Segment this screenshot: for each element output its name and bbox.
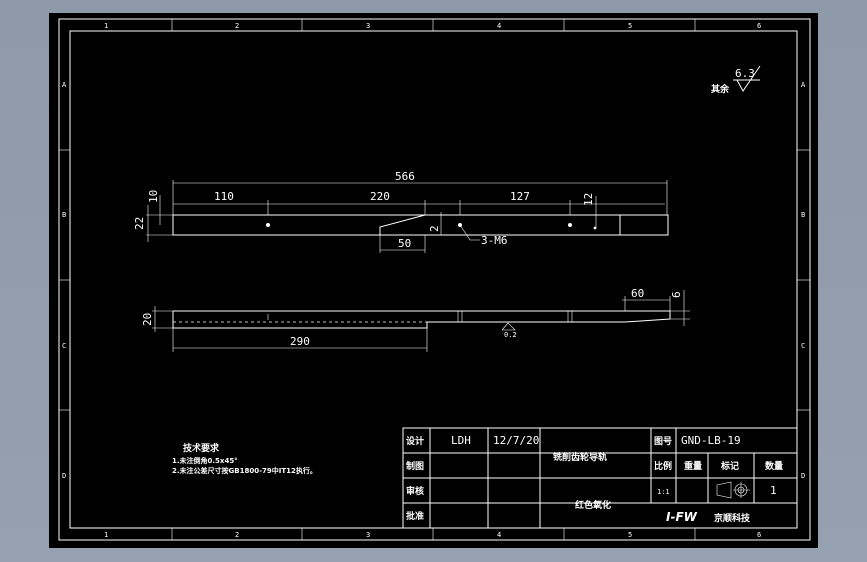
material-value: 红色氧化 bbox=[575, 499, 611, 511]
notes-line-1: 1.未注倒角0.5x45° bbox=[172, 456, 238, 465]
zone-labels-right: A B C D bbox=[801, 81, 806, 480]
zone-col-3-bottom: 3 bbox=[366, 531, 370, 539]
callout-threads: 3-M6 bbox=[481, 234, 508, 247]
projection-symbol-icon bbox=[716, 481, 750, 499]
zone-col-3: 3 bbox=[366, 22, 370, 30]
label-drawing-no: 图号 bbox=[654, 436, 672, 447]
paper-background bbox=[49, 13, 818, 548]
technical-notes: 技术要求 1.未注倒角0.5x45° 2.未注公差尺寸按GB1800-79中IT… bbox=[172, 442, 317, 475]
top-view: 566 110 220 127 50 22 10 12 2 3-M6 bbox=[133, 170, 669, 253]
outer-border bbox=[58, 18, 811, 541]
zone-col-6: 6 bbox=[757, 22, 761, 30]
title-block: 设计 制图 审核 批准 LDH 12/7/20 铣削齿轮导轨 红色氧化 图号 G… bbox=[402, 427, 798, 529]
front-view-outline bbox=[172, 310, 671, 329]
zone-col-4: 4 bbox=[497, 22, 501, 30]
label-approve: 批准 bbox=[406, 510, 424, 522]
drawing-number: GND-LB-19 bbox=[681, 434, 741, 447]
zone-row-b: B bbox=[62, 211, 66, 219]
hole-3 bbox=[568, 223, 572, 227]
zone-col-2-bottom: 2 bbox=[235, 531, 239, 539]
hole-1 bbox=[266, 223, 270, 227]
zone-col-1-bottom: 1 bbox=[104, 531, 108, 539]
dim-seg3: 127 bbox=[510, 190, 530, 203]
zone-col-6-bottom: 6 bbox=[757, 531, 761, 539]
company-name: 京顺科技 bbox=[714, 512, 751, 524]
label-design: 设计 bbox=[406, 435, 424, 447]
zone-row-b-right: B bbox=[801, 211, 805, 219]
zone-row-c: C bbox=[62, 342, 66, 350]
zone-row-a-right: A bbox=[801, 81, 806, 89]
dim-hole-height: 12 bbox=[582, 193, 595, 206]
part-name: 铣削齿轮导轨 bbox=[553, 451, 607, 463]
dim-step: 2 bbox=[428, 225, 441, 232]
date-value: 12/7/20 bbox=[493, 434, 539, 447]
dim-front-end-height: 6 bbox=[670, 291, 683, 298]
dim-overall: 566 bbox=[395, 170, 415, 183]
top-view-outline bbox=[172, 214, 669, 236]
scale-value: 1:1 bbox=[657, 488, 670, 496]
notes-line-2: 2.未注公差尺寸按GB1800-79中IT12执行。 bbox=[172, 466, 317, 475]
label-qty: 数量 bbox=[765, 460, 783, 472]
zone-labels-left: A B C D bbox=[62, 81, 67, 480]
roughness-symbol: 其余 6.3 bbox=[711, 65, 761, 95]
zone-col-5-bottom: 5 bbox=[628, 531, 632, 539]
dim-front-end: 60 bbox=[631, 287, 644, 300]
zone-col-5: 5 bbox=[628, 22, 632, 30]
zone-row-d-right: D bbox=[801, 472, 805, 480]
front-view: 0.2 20 290 60 6 bbox=[141, 287, 690, 352]
roughness-value: 6.3 bbox=[735, 67, 755, 80]
dim-front-length: 290 bbox=[290, 335, 310, 348]
company-logo: I-FW bbox=[666, 510, 698, 524]
dim-seg1: 110 bbox=[214, 190, 234, 203]
label-check: 审核 bbox=[406, 485, 424, 497]
zone-ticks bbox=[59, 19, 810, 540]
zone-labels-top: 1 2 3 4 5 6 bbox=[104, 22, 761, 30]
designer-value: LDH bbox=[451, 434, 471, 447]
dim-front-height: 20 bbox=[141, 313, 154, 326]
qty-value: 1 bbox=[770, 484, 777, 497]
zone-col-1: 1 bbox=[104, 22, 108, 30]
zone-row-d: D bbox=[62, 472, 66, 480]
zone-labels-bottom: 1 2 3 4 5 6 bbox=[104, 531, 761, 539]
dim-slot: 50 bbox=[398, 237, 411, 250]
dim-offset: 10 bbox=[147, 190, 160, 203]
notes-title: 技术要求 bbox=[183, 442, 220, 454]
label-mark: 标记 bbox=[720, 460, 739, 472]
zone-col-2: 2 bbox=[235, 22, 239, 30]
zone-col-4-bottom: 4 bbox=[497, 531, 501, 539]
label-weight: 重量 bbox=[684, 460, 702, 472]
label-scale: 比例 bbox=[654, 460, 672, 472]
finish-symbol: 0.2 bbox=[504, 331, 517, 339]
dim-height: 22 bbox=[133, 217, 146, 230]
label-draw: 制图 bbox=[406, 460, 424, 472]
zone-row-c-right: C bbox=[801, 342, 805, 350]
dim-seg2: 220 bbox=[370, 190, 390, 203]
zone-row-a: A bbox=[62, 81, 67, 89]
roughness-label: 其余 bbox=[711, 83, 730, 95]
